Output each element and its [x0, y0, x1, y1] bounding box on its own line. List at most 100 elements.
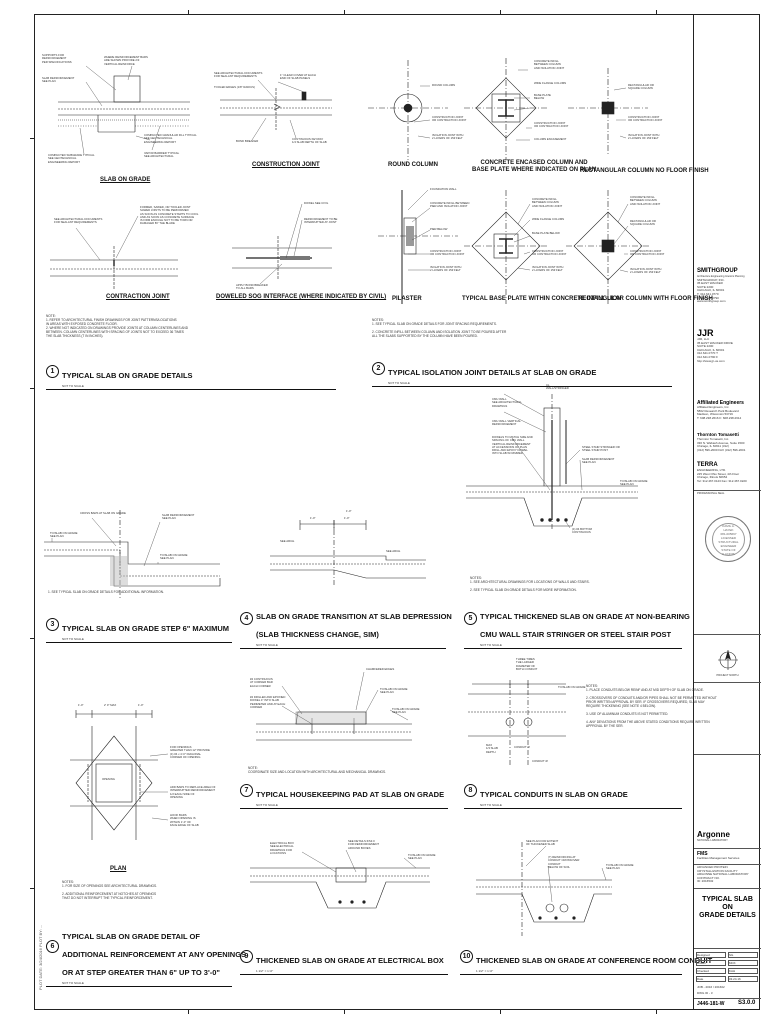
callout-text: TO/SLAB ON GRADE	[558, 685, 586, 689]
callout-text: COLUMN ENCASEMENT	[534, 137, 567, 141]
detail-scale: NOT TO SCALE	[62, 384, 84, 388]
fms-logo: FMS	[697, 851, 708, 857]
smithgroup-logo: SMITHGROUP	[697, 268, 738, 274]
caption-rect-column-2: RECTANGULAR COLUMN WITH FLOOR FINISH	[578, 296, 713, 302]
detail-number: 1	[46, 365, 59, 378]
detail-scale: NOT TO SCALE	[256, 803, 278, 807]
terra-logo: TERRA	[697, 462, 718, 468]
callout-text: SEE ARCH.	[386, 549, 401, 553]
detail-number: 2	[372, 362, 385, 375]
detail-9-linework	[250, 849, 430, 909]
callout-text: 1'-0"	[344, 516, 350, 520]
caption-rect-column: RECTANGULAR COLUMN NO FLOOR FINISH	[580, 168, 709, 174]
callout-text: WIDE FLANGE COLUMN	[534, 81, 567, 85]
job-label: JOB - 2016 / 201602	[697, 985, 725, 989]
grid-tick	[656, 10, 657, 14]
callout-text: CONDUIT Ø	[532, 759, 548, 763]
detail-8-notes: NOTES:1. PLACE CONDUITS BELOW REINF AND …	[586, 684, 717, 728]
detail-10-linework	[476, 842, 612, 936]
grid-tick	[30, 888, 34, 889]
detail-6-linework	[70, 710, 169, 840]
detail-number: 10	[460, 950, 473, 963]
detail-6-notes: NOTES:1. FOR SIZE OF OPENINGS SEE ARCHIT…	[62, 880, 158, 900]
detail-scale: NOT TO SCALE	[480, 803, 502, 807]
grid-tick	[30, 388, 34, 389]
grid-tick	[344, 1010, 345, 1014]
callout-text: 2' 0" MAX	[104, 703, 117, 707]
detail-2-title: 2 TYPICAL ISOLATION JOINT DETAILS AT SLA…	[372, 362, 672, 387]
detail-scale: NOT TO SCALE	[62, 981, 84, 985]
callout-text: OPENING	[102, 777, 115, 781]
grid-tick	[30, 138, 34, 139]
detail-1-linework	[50, 65, 332, 290]
caption-contraction-joint: CONTRACTION JOINT	[106, 294, 170, 300]
detail-7-notes: NOTE:COORDINATE SIZE AND LOCATION WITH A…	[248, 766, 387, 774]
detail-title: THICKENED SLAB ON GRADE AT CONFERENCE RO…	[476, 956, 713, 965]
firm-terra: TERRA ENGINEERING, LTD.225 West Ohio Str…	[697, 462, 758, 483]
firm-smithgroup: SMITHGROUP Architecture Engineering Inte…	[697, 268, 758, 304]
grid-tick	[500, 1010, 501, 1014]
detail-title: SLAB ON GRADE TRANSITION AT SLAB DEPRESS…	[256, 612, 452, 621]
project-number: J446-181-W	[697, 1001, 725, 1007]
grid-tick	[30, 638, 34, 639]
sheet-number: S3.0.0	[738, 1000, 756, 1006]
callout-text: CROSS BARS AT SLAB ON GRADE	[80, 511, 126, 515]
sheet-border	[34, 14, 760, 1010]
sheet-title: TYPICAL SLAB ON GRADE DETAILS	[699, 896, 756, 919]
detail-4-slab-transition: 1'-0" 1'-0" 1'-0" SEE ARCH. SEE ARCH. 4 …	[236, 490, 452, 649]
meta-label: Date	[696, 976, 726, 982]
meta-label: Checked	[696, 968, 726, 974]
detail-title: TYPICAL SLAB ON GRADE STEP 6" MAXIMUM	[62, 624, 230, 633]
grid-tick	[188, 10, 189, 14]
callout-text: BASE PLATE BELOW	[532, 231, 560, 235]
detail-3-slab-step: CROSS BARS AT SLAB ON GRADE SLAB REINFOR…	[40, 490, 236, 643]
callout-text: 1'-0"	[346, 509, 352, 513]
callout-text: TOOLED EDGES (1/8" RADIUS)	[214, 85, 255, 89]
argonne-logo: Argonne	[697, 830, 730, 839]
callout-text: 1'-0"	[138, 703, 144, 707]
caption-slab-on-grade: SLAB ON GRADE	[100, 177, 151, 183]
grid-tick	[344, 10, 345, 14]
detail-scale: 1 1/2" = 1'-0"	[476, 969, 494, 973]
detail-1-notes: NOTE:1. REFER TO ARCHITECTURAL FINISH DR…	[46, 314, 189, 338]
callout-text: ROUND COLUMN	[432, 83, 456, 87]
detail-4-title: 4 SLAB ON GRADE TRANSITION AT SLAB DEPRE…	[240, 606, 452, 649]
detail-7-title: 7 TYPICAL HOUSEKEEPING PAD AT SLAB ON GR…	[240, 784, 448, 809]
meta-label: Drawn	[696, 960, 726, 966]
callout-text: 1'-0"	[310, 516, 316, 520]
callout-text: FOUNDATION WALL	[430, 187, 457, 191]
caption-doweled-sog: DOWELED SOG INTERFACE (WHERE INDICATED B…	[216, 294, 387, 300]
detail-scale: NOT TO SCALE	[256, 643, 278, 647]
